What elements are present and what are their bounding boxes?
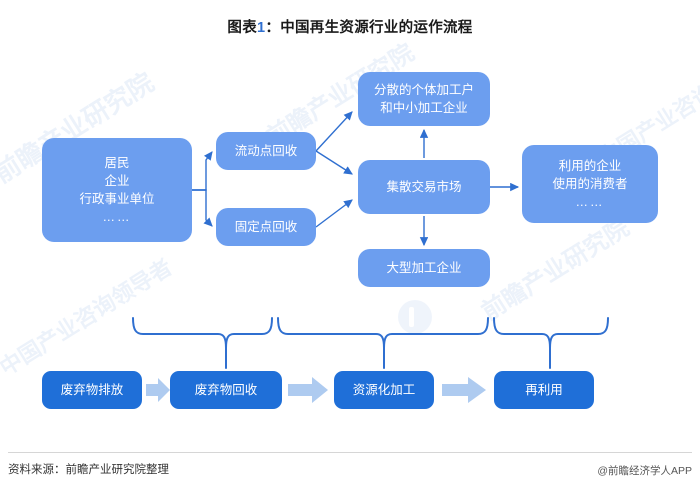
- brace-reuse: [493, 317, 609, 349]
- title-prefix: 图表: [227, 20, 258, 36]
- node-reuse-label: 再利用: [525, 382, 563, 397]
- brace-recovery: [132, 317, 273, 349]
- node-trading-market[interactable]: 集散交易市场: [358, 160, 490, 214]
- node-source-line-4: ……: [102, 210, 132, 225]
- brace-processing: [277, 317, 489, 349]
- node-waste-discharge[interactable]: 废弃物排放: [42, 371, 142, 409]
- node-waste-discharge-label: 废弃物排放: [60, 382, 124, 397]
- node-source[interactable]: 居民 企业 行政事业单位 ……: [42, 138, 192, 242]
- node-resource-processing[interactable]: 资源化加工: [334, 371, 434, 409]
- node-waste-recovery-label: 废弃物回收: [194, 382, 258, 397]
- node-trading-market-label: 集散交易市场: [386, 179, 462, 194]
- node-resource-processing-label: 资源化加工: [352, 382, 416, 397]
- node-large-processors-label: 大型加工企业: [386, 260, 462, 275]
- app-credit: @前瞻经济学人APP: [597, 465, 692, 477]
- edge-fixed-to-market: [315, 199, 353, 228]
- edge-source-to-mobile: [192, 151, 213, 191]
- node-end-users[interactable]: 利用的企业 使用的消费者 ……: [522, 145, 658, 223]
- node-small-processors-line-2: 和中小加工企业: [380, 101, 468, 115]
- page-title: 图表1：中国再生资源行业的运作流程: [0, 16, 700, 37]
- node-source-line-2: 企业: [104, 173, 130, 188]
- node-mobile-recovery-label: 流动点回收: [234, 143, 298, 158]
- node-end-users-line-1: 利用的企业: [558, 158, 622, 173]
- node-large-processors[interactable]: 大型加工企业: [358, 249, 490, 287]
- node-small-processors-line-1: 分散的个体加工户: [373, 82, 474, 97]
- node-fixed-recovery-label: 固定点回收: [234, 219, 298, 234]
- edge-mobile-to-market: [315, 150, 353, 175]
- title-text: ：中国再生资源行业的运作流程: [265, 20, 473, 36]
- arrow-process-to-reuse: [442, 377, 486, 403]
- arrow-recycle-to-process: [288, 377, 328, 403]
- title-number: 1: [257, 20, 266, 36]
- node-waste-recovery[interactable]: 废弃物回收: [170, 371, 282, 409]
- node-fixed-recovery[interactable]: 固定点回收: [216, 208, 316, 246]
- node-source-line-1: 居民: [104, 155, 130, 170]
- node-reuse[interactable]: 再利用: [494, 371, 594, 409]
- node-end-users-line-2: 使用的消费者: [552, 176, 628, 191]
- edge-mobile-to-small: [315, 111, 353, 152]
- source-note: 资料来源：前瞻产业研究院整理: [8, 464, 169, 476]
- node-source-line-3: 行政事业单位: [79, 192, 155, 206]
- arrow-discharge-to-recycle: [146, 378, 170, 402]
- edge-source-to-fixed: [192, 189, 213, 227]
- node-small-processors[interactable]: 分散的个体加工户 和中小加工企业: [358, 72, 490, 126]
- node-end-users-line-3: ……: [575, 195, 605, 210]
- node-mobile-recovery[interactable]: 流动点回收: [216, 132, 316, 170]
- footer-divider: [8, 452, 692, 453]
- bottom-flow-arrows: [146, 377, 486, 403]
